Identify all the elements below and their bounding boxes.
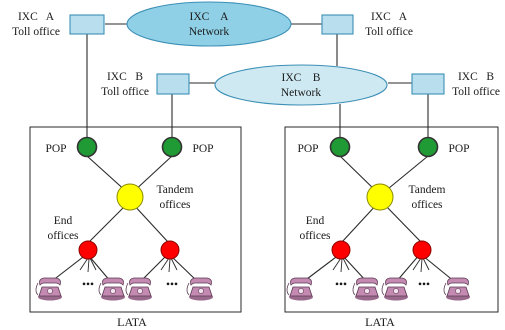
ixc-b-toll-office-left [156,73,190,95]
ixc-a-network-label-line2: Network [189,26,229,38]
ixc-a-toll-right-label-line2: Toll office [365,26,413,38]
telephone-icon [381,277,409,301]
link-tandem-to-end [131,202,169,243]
pop-label: POP [448,143,469,155]
ellipsis-dots: ••• [166,279,178,291]
tandem-label-line1: Tandem [409,184,446,196]
tandem-label-line2: offices [159,199,191,211]
end-offices-label-line2: offices [299,230,331,242]
end-office-node [160,240,180,260]
pop-node [417,136,439,158]
telephone-icon [186,277,214,301]
ixc-a-toll-left-label-line1: IXC A [18,11,55,23]
link-pop-to-tandem [382,155,429,194]
link-tandem-to-end [341,202,379,243]
pop-label: POP [45,143,66,155]
link-end-to-phone [170,255,199,283]
end-office-rays [79,257,430,273]
telephone-icon [125,277,153,301]
tandem-office-node [366,183,394,211]
link-end-to-phone [139,253,169,283]
pop-label: POP [192,143,213,155]
ixc-b-toll-left-label-line1: IXC B [107,71,143,83]
connection-lines [51,23,456,283]
ixc-b-toll-left-label-line2: Toll office [101,86,149,98]
pop-node [161,136,183,158]
telephone-icon [98,277,126,301]
ixc-b-network-label-line1: IXC B [282,72,321,84]
link-tandem-to-end [382,202,422,243]
telephone-icon [286,277,314,301]
end-offices-label-line2: offices [47,230,79,242]
end-offices-label-line1: End [306,215,325,227]
lata-right-box [284,126,499,313]
end-office-node [331,240,351,260]
link-end-to-phone [422,255,456,283]
ixc-b-network-cloud [214,64,388,106]
link-end-to-phone [51,253,88,282]
tandem-label-line2: offices [411,199,443,211]
pop-node [76,136,98,158]
ixc-a-toll-office-left [69,14,105,35]
link-end-to-phone [395,253,421,283]
lata-left-label: LATA [117,315,147,329]
link-tandem-to-end [88,202,129,243]
ixc-a-toll-office-right [321,14,354,35]
pop-node [329,136,351,158]
ixc-b-toll-right-label-line2: Toll office [452,86,500,98]
ixc-b-toll-right-label-line1: IXC B [458,71,494,83]
telephone-icon [35,277,63,301]
telephone-icon [443,277,471,301]
tandem-office-node [116,183,144,211]
ixc-b-toll-office-right [411,73,445,95]
ixc-a-toll-left-label-line2: Toll office [12,26,60,38]
end-offices-label-line1: End [54,215,73,227]
pop-label: POP [297,143,318,155]
tandem-label-line1: Tandem [157,184,194,196]
lata-left-box [29,126,242,313]
ixc-a-network-label-line1: IXC A [190,11,230,23]
telephone-icon [352,277,380,301]
ellipsis-dots: ••• [418,279,430,291]
lata-right-label: LATA [365,315,395,329]
ixc-b-network-label-line2: Network [281,87,321,99]
end-office-node [412,240,432,260]
ixc-a-toll-right-label-line1: IXC A [371,11,408,23]
ellipsis-dots: ••• [335,279,347,291]
ellipsis-dots: ••• [82,279,94,291]
end-office-node [78,240,98,260]
link-end-to-phone [302,253,341,283]
ixc-a-network-cloud [126,1,292,47]
